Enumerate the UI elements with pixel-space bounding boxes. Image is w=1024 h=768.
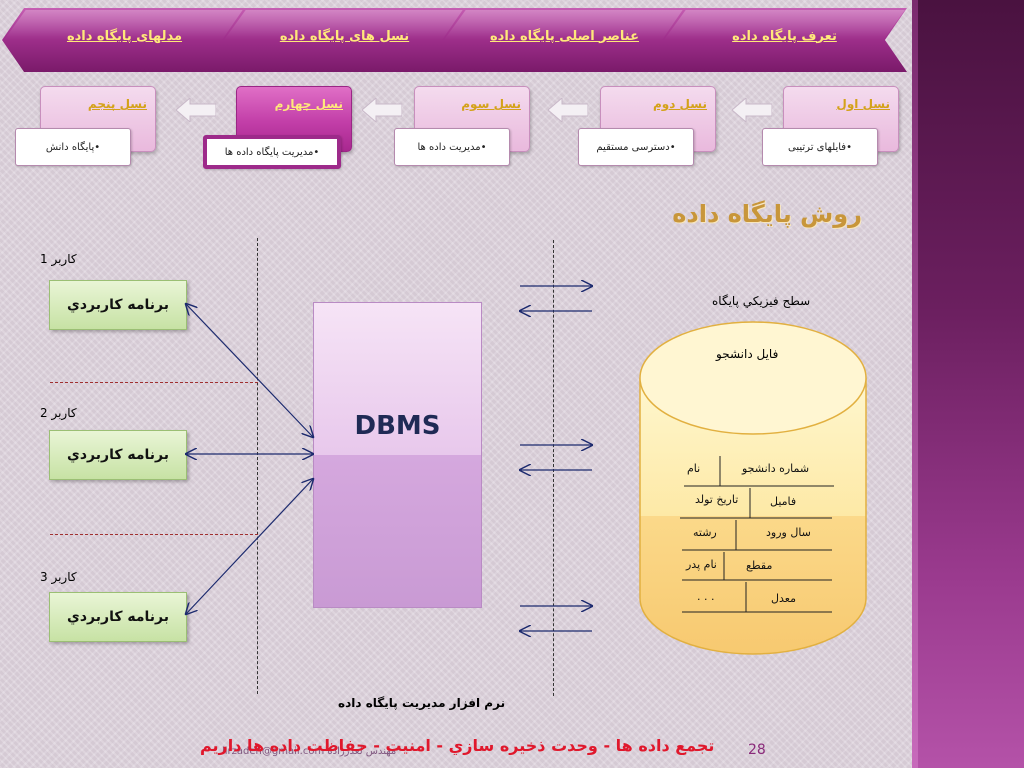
field-family: فاميل (770, 495, 797, 508)
field-major: رشته (693, 526, 717, 539)
page-number: 28 (748, 742, 766, 758)
application-program-2[interactable]: برنامه کاربردي (49, 430, 187, 480)
generation-label: نسل دوم (652, 97, 707, 111)
generation-4-desc: •مدیریت پایگاه داده ها (203, 135, 341, 169)
dbms-box[interactable]: DBMS (313, 302, 482, 608)
tab-label: تعرف پایگاه داده (732, 28, 837, 44)
student-file-label: فايل دانشجو (716, 347, 779, 361)
generation-5-desc: •پایگاه دانش (15, 128, 131, 166)
dbms-software-label: نرم افزار مديريت پايگاه داده (338, 696, 506, 710)
field-birth-date: تاريخ تولد (695, 493, 739, 506)
generation-3-desc: •مدیریت داده ها (394, 128, 510, 166)
field-student-number: شماره دانشجو (742, 462, 810, 475)
user-3-label: کاربر 3 (40, 570, 77, 584)
generation-label: نسل چهارم (274, 97, 343, 111)
generation-label: نسل اول (836, 97, 890, 111)
divider-line (553, 240, 554, 696)
tab-database-elements[interactable]: عناصر اصلی پایگاه داده (442, 8, 687, 72)
author-credit: lirzadeh@gmail.com مهندس لعدرزاده (222, 746, 397, 757)
tab-database-generations[interactable]: نسل های پایگاه داده (222, 8, 467, 72)
arrow-left-icon (176, 98, 216, 122)
field-name: نام (687, 462, 701, 475)
divider-line (257, 238, 258, 694)
tab-label: مدلهای پایگاه داده (66, 28, 183, 44)
dbms-label: DBMS (354, 411, 441, 441)
footer-summary: تجمع داده ها - وحدت ذخيره سازي - امنيت -… (200, 736, 715, 755)
application-program-1[interactable]: برنامه کاربردي (49, 280, 187, 330)
arrow-left-icon (548, 98, 588, 122)
user-1-label: کاربر 1 (40, 252, 77, 266)
arrow-left-icon (732, 98, 772, 122)
field-gpa: معدل (771, 592, 796, 605)
generation-1-desc: •فایلهای ترتیبی (762, 128, 878, 166)
tab-label: عناصر اصلی پایگاه داده (489, 28, 639, 44)
divider-line (50, 382, 258, 383)
slide-title: روش پایگاه داده (672, 200, 862, 228)
tab-database-definition[interactable]: تعرف پایگاه داده (662, 8, 907, 72)
divider-line (50, 534, 258, 535)
field-level: مقطع (746, 559, 773, 572)
physical-level-label: سطح فيزيکي پايگاه (712, 294, 811, 308)
generation-2-desc: •دسترسی مستقیم (578, 128, 694, 166)
generation-label: نسل سوم (461, 97, 521, 111)
field-etc: . . . (697, 590, 715, 603)
field-entry-year: سال ورود (766, 526, 811, 539)
arrow-left-icon (362, 98, 402, 122)
database-cylinder-icon (639, 321, 867, 655)
user-2-label: کاربر 2 (40, 406, 77, 420)
tab-label: نسل های پایگاه داده (279, 28, 410, 44)
generation-label: نسل پنجم (87, 97, 147, 111)
decorative-sidebar (912, 0, 1024, 768)
tab-database-models[interactable]: مدلهای پایگاه داده (2, 8, 247, 72)
application-program-3[interactable]: برنامه کاربردي (49, 592, 187, 642)
field-father-name: نام پدر (686, 558, 717, 571)
